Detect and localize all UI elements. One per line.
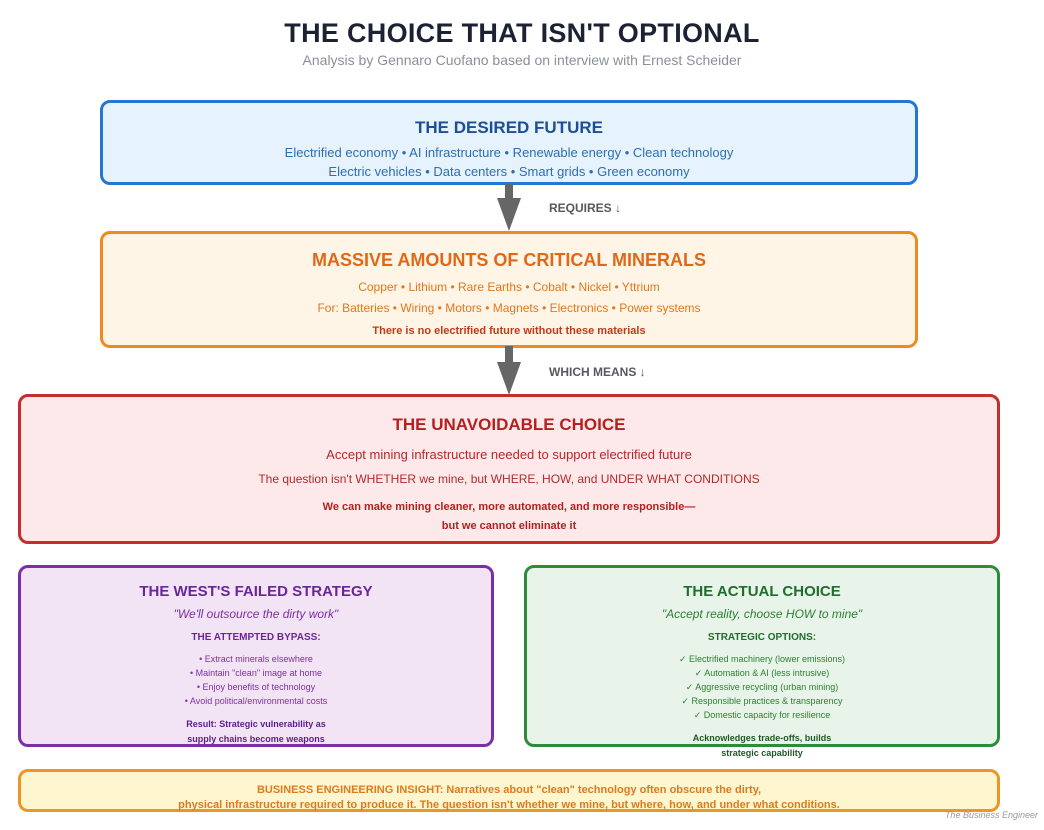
unavoidable-choice-emphasis-1: We can make mining cleaner, more automat…: [322, 501, 696, 513]
west-result-line-1: Result: Strategic vulnerability as: [186, 719, 326, 729]
list-item: • Extract minerals elsewhere: [199, 654, 313, 664]
actual-choice-box: THE ACTUAL CHOICE "Accept reality, choos…: [524, 565, 1000, 758]
list-item: • Maintain "clean" image at home: [189, 668, 323, 678]
minerals-emphasis: There is no electrified future without t…: [372, 325, 646, 337]
desired-future-line-1: Electrified economy • AI infrastructure …: [284, 145, 734, 160]
business-insight-box: BUSINESS ENGINEERING INSIGHT: Narratives…: [18, 769, 1000, 812]
which-means-arrow: [497, 346, 521, 395]
desired-future-box: THE DESIRED FUTURE Electrified economy •…: [100, 100, 918, 185]
actual-choice-list: ✓ Electrified machinery (lower emissions…: [527, 652, 997, 722]
list-item: ✓ Aggressive recycling (urban mining): [685, 682, 839, 692]
list-item: ✓ Responsible practices & transparency: [681, 696, 843, 706]
page-title: THE CHOICE THAT ISN'T OPTIONAL: [284, 18, 760, 48]
west-strategy-box: THE WEST'S FAILED STRATEGY "We'll outsou…: [18, 565, 494, 747]
insight-line-2: physical infrastructure required to prod…: [178, 799, 840, 811]
critical-minerals-box: MASSIVE AMOUNTS OF CRITICAL MINERALS Cop…: [100, 231, 918, 348]
list-item: ✓ Domestic capacity for resilience: [693, 710, 831, 720]
insight-line-1: BUSINESS ENGINEERING INSIGHT: Narratives…: [256, 784, 762, 796]
list-item: • Avoid political/environmental costs: [184, 696, 328, 706]
critical-minerals-title: MASSIVE AMOUNTS OF CRITICAL MINERALS: [311, 250, 706, 270]
actual-result-line-2: strategic capability: [721, 748, 803, 758]
actual-choice-quote: "Accept reality, choose HOW to mine": [661, 607, 863, 621]
unavoidable-choice-line-1: Accept mining infrastructure needed to s…: [326, 447, 692, 462]
list-item: ✓ Electrified machinery (lower emissions…: [678, 654, 846, 664]
west-strategy-subheading: THE ATTEMPTED BYPASS:: [191, 632, 321, 643]
unavoidable-choice-emphasis-2: but we cannot eliminate it: [441, 520, 577, 532]
unavoidable-choice-box: THE UNAVOIDABLE CHOICE Accept mining inf…: [18, 394, 1000, 544]
which-means-label: WHICH MEANS ↓: [549, 365, 646, 379]
west-strategy-list: • Extract minerals elsewhere • Maintain …: [21, 652, 491, 708]
unavoidable-choice-title: THE UNAVOIDABLE CHOICE: [392, 415, 626, 434]
minerals-list: Copper • Lithium • Rare Earths • Cobalt …: [358, 280, 660, 294]
actual-choice-subheading: STRATEGIC OPTIONS:: [707, 632, 817, 643]
unavoidable-choice-line-2: The question isn't WHETHER we mine, but …: [258, 472, 760, 486]
west-strategy-quote: "We'll outsource the dirty work": [173, 607, 339, 621]
actual-choice-title: THE ACTUAL CHOICE: [683, 583, 841, 600]
actual-choice-result: Acknowledges trade-offs, builds strategi…: [527, 731, 997, 761]
west-strategy-result: Result: Strategic vulnerability as suppl…: [21, 717, 491, 747]
list-item: ✓ Automation & AI (less intrusive): [694, 668, 830, 678]
west-result-line-2: supply chains become weapons: [187, 734, 325, 744]
desired-future-title: THE DESIRED FUTURE: [415, 118, 603, 137]
west-strategy-title: THE WEST'S FAILED STRATEGY: [139, 583, 373, 600]
minerals-uses: For: Batteries • Wiring • Motors • Magne…: [317, 301, 701, 315]
list-item: • Enjoy benefits of technology: [196, 682, 316, 692]
page-subtitle: Analysis by Gennaro Cuofano based on int…: [302, 52, 742, 68]
requires-arrow: [497, 184, 521, 231]
actual-result-line-1: Acknowledges trade-offs, builds: [692, 733, 832, 743]
desired-future-line-2: Electric vehicles • Data centers • Smart…: [328, 164, 690, 179]
requires-label: REQUIRES ↓: [549, 201, 622, 215]
source-credit: The Business Engineer: [944, 810, 1038, 820]
